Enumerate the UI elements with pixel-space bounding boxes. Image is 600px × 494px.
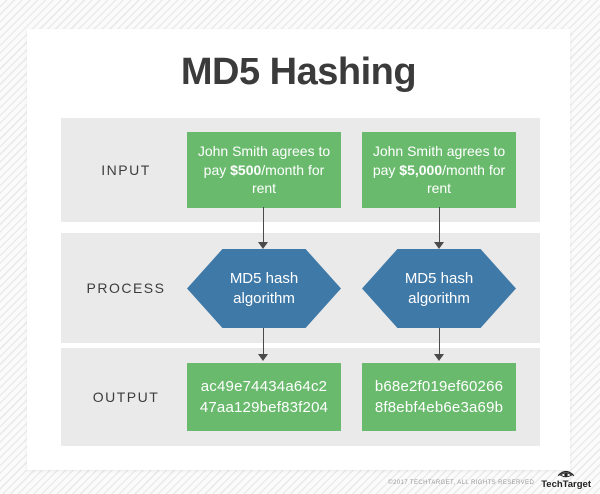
down-arrow-line [263, 207, 264, 242]
down-arrow-line [263, 328, 264, 355]
input-text-left: John Smith agrees to pay $500/month for … [197, 143, 331, 197]
hexagon-text-left: MD5 hash algorithm [229, 270, 299, 307]
page-title: MD5 Hashing [180, 51, 417, 93]
input-text-right: John Smith agrees to pay $5,000/month fo… [372, 143, 506, 197]
eye-icon [557, 470, 575, 477]
down-arrow-icon [434, 354, 444, 361]
down-arrow-line [439, 207, 440, 242]
footer: ©2017 TECHTARGET, ALL RIGHTS RESERVED Te… [388, 469, 591, 490]
row-label-output: OUTPUT [92, 389, 160, 405]
row-input: INPUT John Smith agrees to pay $500/mont… [61, 118, 540, 222]
down-arrow-icon [434, 242, 444, 249]
output-hash-box-left: ac49e74434a64c2 47aa129bef83f204 [187, 363, 341, 431]
output-hash-right: b68e2f019ef60266 8f8ebf4eb6e3a69b [374, 378, 504, 416]
hexagon-text-right: MD5 hash algorithm [404, 270, 474, 307]
row-process: PROCESS MD5 hash algorithm MD5 hash algo… [61, 233, 540, 343]
output-hash-left: ac49e74434a64c2 47aa129bef83f204 [199, 378, 329, 416]
down-arrow-icon [258, 242, 268, 249]
md5-hexagon-right: MD5 hash algorithm [362, 249, 516, 328]
copyright-text: ©2017 TECHTARGET, ALL RIGHTS RESERVED [388, 480, 535, 486]
row-label-input: INPUT [101, 162, 151, 178]
diagram-card: MD5 Hashing INPUT John Smith agrees to p… [27, 29, 570, 470]
down-arrow-line [439, 328, 440, 355]
row-output: OUTPUT ac49e74434a64c2 47aa129bef83f204 … [61, 348, 540, 446]
input-box-left: John Smith agrees to pay $500/month for … [187, 132, 341, 208]
brand-name: TechTarget [541, 478, 591, 490]
md5-hexagon-left: MD5 hash algorithm [187, 249, 341, 328]
down-arrow-icon [258, 354, 268, 361]
brand-logo: TechTarget [541, 469, 591, 490]
row-label-process: PROCESS [86, 280, 166, 296]
input-box-right: John Smith agrees to pay $5,000/month fo… [362, 132, 516, 208]
output-hash-box-right: b68e2f019ef60266 8f8ebf4eb6e3a69b [362, 363, 516, 431]
